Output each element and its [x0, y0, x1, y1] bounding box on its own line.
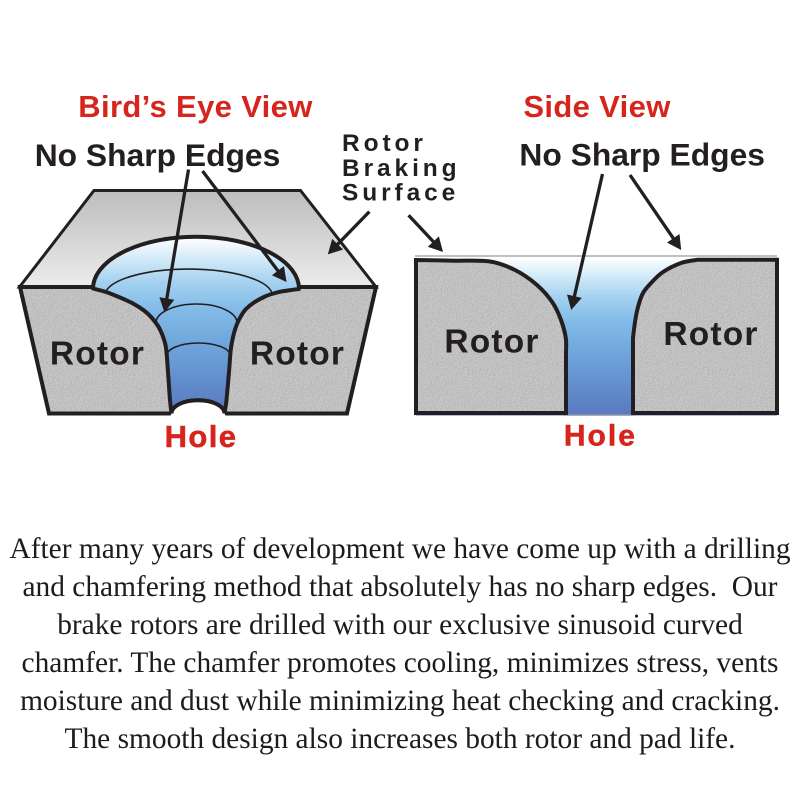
svg-text:Rotor: Rotor [444, 323, 539, 360]
svg-text:Rotor: Rotor [250, 335, 345, 372]
svg-text:No Sharp Edges: No Sharp Edges [519, 137, 765, 173]
svg-text:Surface: Surface [342, 179, 459, 206]
svg-text:Rotor: Rotor [50, 335, 145, 372]
svg-text:Hole: Hole [564, 420, 637, 453]
svg-text:Rotor: Rotor [342, 130, 427, 157]
svg-text:Rotor: Rotor [663, 316, 758, 353]
svg-text:Hole: Hole [165, 419, 238, 454]
svg-text:Bird’s Eye View: Bird’s Eye View [78, 89, 313, 124]
svg-text:No Sharp Edges: No Sharp Edges [35, 137, 281, 173]
svg-text:Braking: Braking [342, 155, 461, 182]
svg-text:Side View: Side View [523, 89, 671, 124]
